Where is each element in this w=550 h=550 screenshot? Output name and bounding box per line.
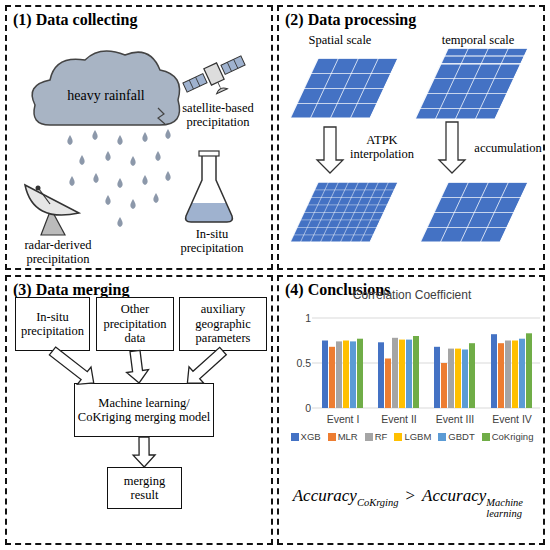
text-label: accumulation [468, 141, 548, 155]
chart-legend: XGB MLR RF LGBM GBDT CoKriging [282, 431, 542, 442]
satellite [181, 52, 251, 104]
legend-text: MLR [338, 431, 358, 442]
block-arrow [127, 350, 149, 383]
process-box: Other precipitation data [96, 297, 174, 351]
process-box: merging result [107, 467, 182, 509]
formula-term: > [406, 486, 416, 506]
legend-text: XGB [301, 431, 321, 442]
accuracy-formula: AccuracyCoKrging>AccuracyMachine learnin… [290, 486, 535, 519]
hollow-arrow [317, 127, 343, 173]
bar-series [322, 333, 532, 408]
text-label: 1 [287, 312, 311, 324]
process-box: auxiliary geographic parameters [179, 297, 267, 351]
text-label: temporal scale [418, 33, 538, 47]
box-text: Machine learning/ CoKriging merging mode… [77, 396, 211, 425]
formula-term: Machine learning [486, 497, 532, 519]
radar-dish [25, 185, 79, 235]
legend-swatch [482, 433, 490, 441]
legend-swatch [365, 433, 373, 441]
text-label: Spatial scale [280, 33, 400, 47]
fine-grid [290, 182, 398, 242]
box-text: Other precipitation data [99, 302, 171, 345]
flask [186, 151, 233, 222]
accumulated-grid [420, 182, 528, 242]
panel-heading: (2) Data processing [285, 11, 416, 29]
panel-heading: (1) Data collecting [13, 11, 137, 29]
rain-drops [67, 129, 170, 227]
box-text: In-situ precipitation [18, 310, 87, 339]
text-label: Event I [315, 413, 371, 425]
hollow-arrow [439, 122, 465, 173]
legend-swatch [394, 433, 402, 441]
text-label: Event IV [484, 413, 540, 425]
legend-item: RF [365, 431, 388, 442]
text-label: satellite-based precipitation [168, 101, 268, 129]
legend-item: CoKriging [482, 431, 534, 442]
block-arrow [133, 437, 155, 467]
text-label: In-situ precipitation [167, 227, 257, 255]
legend-swatch [438, 433, 446, 441]
coarse-grid [290, 58, 398, 118]
box-text: auxiliary geographic parameters [182, 302, 264, 345]
text-label: ATPK interpolation [346, 133, 418, 161]
legend-item: XGB [291, 431, 321, 442]
text-label: Event II [371, 413, 427, 425]
process-box: In-situ precipitation [15, 297, 90, 351]
cloud-mark [158, 108, 165, 124]
text-label: Correlation Coefficient [312, 288, 512, 302]
time-grid-stack [415, 48, 528, 119]
legend-item: LGBM [394, 431, 431, 442]
dashed-panel: (3) Data mergingIn-situ precipitationOth… [5, 275, 273, 545]
legend-item: MLR [328, 431, 358, 442]
legend-text: RF [375, 431, 388, 442]
process-box: Machine learning/ CoKriging merging mode… [74, 383, 214, 437]
block-arrow [187, 347, 226, 383]
text-label: heavy rainfall [51, 88, 161, 104]
legend-text: LGBM [404, 431, 431, 442]
chart-gridlines [312, 318, 540, 408]
box-text: merging result [110, 474, 179, 503]
text-label: 0 [287, 402, 311, 414]
dashed-panel: (1) Data collecting [5, 5, 273, 270]
legend-text: CoKriging [492, 431, 534, 442]
legend-text: GBDT [448, 431, 474, 442]
legend-swatch [328, 433, 336, 441]
block-arrow [49, 347, 93, 384]
formula-term: CoKrging [357, 497, 399, 508]
text-label: Event III [427, 413, 483, 425]
legend-item: GBDT [438, 431, 474, 442]
formula-term: Accuracy [293, 486, 357, 506]
cloud [32, 51, 179, 125]
formula-term: Accuracy [422, 486, 486, 506]
text-label: 0.5 [287, 357, 311, 369]
legend-swatch [291, 433, 299, 441]
text-label: radar-derived precipitation [8, 238, 108, 266]
